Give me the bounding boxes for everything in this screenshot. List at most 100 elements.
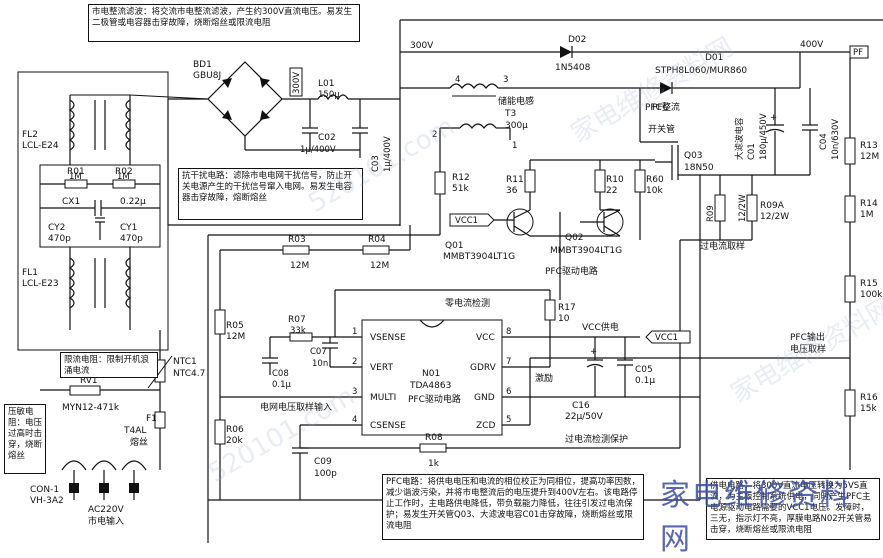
r15-label: R15 [860,279,878,289]
r14-resistor [844,195,856,223]
ntc1-label: NTC1 [173,357,197,367]
r12-label: R12 [452,173,470,183]
r60-resistor [634,169,646,193]
t3-name: 储能电感 [498,95,534,107]
fl1-label: FL1 [22,268,38,278]
r09a-resistor [746,194,758,222]
cy2-label: CY2 [48,223,65,233]
cx1-label: CX1 [62,197,80,207]
ac-input-label2: 市电输入 [88,515,124,527]
pfc-rect-label: PFC整流 [645,101,680,113]
c05-value: 0.1μ [635,376,655,386]
oc-sample-label: 过电流取样 [700,240,745,252]
c07-label: C07 [310,347,327,357]
l01-inductor [317,94,349,101]
v400-label: 400V [800,40,824,50]
l01-label: L01 [318,79,334,89]
ic-pin5-num: 5 [506,415,511,425]
r08-resistor [419,443,447,453]
r05-resistor [214,309,226,335]
con1-label: CON-1 [30,485,59,495]
r04-label: R04 [368,235,386,245]
ic-pin3-num: 3 [352,387,357,397]
q03-label: Q03 [684,151,703,161]
r10-label: R10 [606,175,624,185]
d02-part: 1N5408 [555,63,591,73]
rv1-varistor [69,385,101,396]
r16-resistor [844,389,856,417]
brand-logo-text: 家电维修资料网 [660,478,852,557]
r06-label: R06 [226,425,244,435]
ic-pin4-num: 4 [352,415,357,425]
ntc1-part: NTC4.7 [173,369,205,379]
r03-label: R03 [288,235,306,245]
ic-pin-multi: MULTI [370,393,396,403]
r01-value: 1M [69,172,82,182]
vcc1-tag-left-label: VCC1 [455,216,478,226]
fl2-label: FL2 [22,130,38,140]
note-rectifier: 市电整流滤波：将交流市电整流滤波，产生约300V直流电压。易发生二极管或电容器击… [88,4,360,42]
t3-pin2: 2 [432,130,437,140]
c16-label: C16 [572,401,590,411]
q01-transistor [506,208,534,236]
r60-label: R60 [646,175,664,185]
c09-label: C09 [314,457,332,467]
c16-value: 22μ/50V [565,412,604,422]
r09a-label: R09A [760,201,785,211]
r60-value: 10k [646,186,663,196]
pf-tag-label: PF [853,48,863,58]
r09-resistor [714,194,726,222]
con1-part: VH-3A2 [30,496,64,506]
c08-label: C08 [272,369,289,379]
c08-value: 0.1μ [272,380,292,390]
r08-label: R08 [425,433,443,443]
c05-label: C05 [635,365,653,375]
oc-protect-label: 过电流检测保护 [565,433,628,445]
fl1-choke [68,247,132,330]
d01-diode [660,82,672,94]
r03-resistor [282,245,310,255]
f1-value: T4AL [123,426,146,436]
r11-value: 36 [506,186,518,196]
note-varistor: 压敏电阻：电压过高时击穿，烧断熔丝 [4,404,46,474]
r14-label: R14 [860,199,878,209]
r12-resistor [434,171,446,195]
r06-value: 20k [226,436,243,446]
con1-connector [61,460,147,500]
r01-label: R01 [67,167,85,177]
pfc-out-label2: 电压取样 [790,343,826,355]
r05-value: 12M [226,332,245,342]
circuit-svg: FL2 LCL-E24 R01 1M R02 1M CX1 0.22μ CY2 … [17,19,883,543]
schematic-canvas: FL2 LCL-E24 R01 1M R02 1M CX1 0.22μ CY2 … [4,4,883,557]
note-pfc: PFC电路：将供电电压和电流的相位校正为同相位，提高功率因数，减少谐波污染，并将… [382,474,644,540]
bd1-label: BD1 [193,60,212,70]
r07-value: 33k [290,326,306,336]
bd1-part: GBU8J [193,71,221,81]
ic-pin-gdrv: GDRV [470,363,497,373]
r04-resistor [362,245,390,255]
t3-label: T3 [504,109,516,119]
c09-value: 100p [314,469,337,479]
c01-label: C01 [747,143,757,160]
r05-label: R05 [226,321,244,331]
pfc-sw-label2: 开关管 [648,123,675,135]
q01-label: Q01 [445,241,464,251]
vcc-supply-label: VCC供电 [582,321,619,333]
fl1-part: LCL-E23 [22,279,59,289]
r07-label: R07 [288,315,306,325]
r02-value: 1M [117,172,130,182]
rv1-part: MYN12-471k [62,403,120,413]
ic-pin7-num: 7 [506,357,511,367]
excite-label: 激励 [535,372,553,384]
cy2-value: 470p [48,234,71,244]
r16-label: R16 [860,393,878,403]
r16-value: 15k [860,404,877,414]
cap-block-frame [39,164,161,248]
q03-part: 18N50 [684,163,714,173]
r10-resistor [594,169,606,193]
note-inrush: 限流电阻：限制开机浪涌电流 [60,352,158,378]
cy1-value: 470p [120,234,143,244]
c07-value: 10n [312,359,328,369]
c04-label: C04 [819,133,829,150]
c03-label: C03 [371,155,381,172]
